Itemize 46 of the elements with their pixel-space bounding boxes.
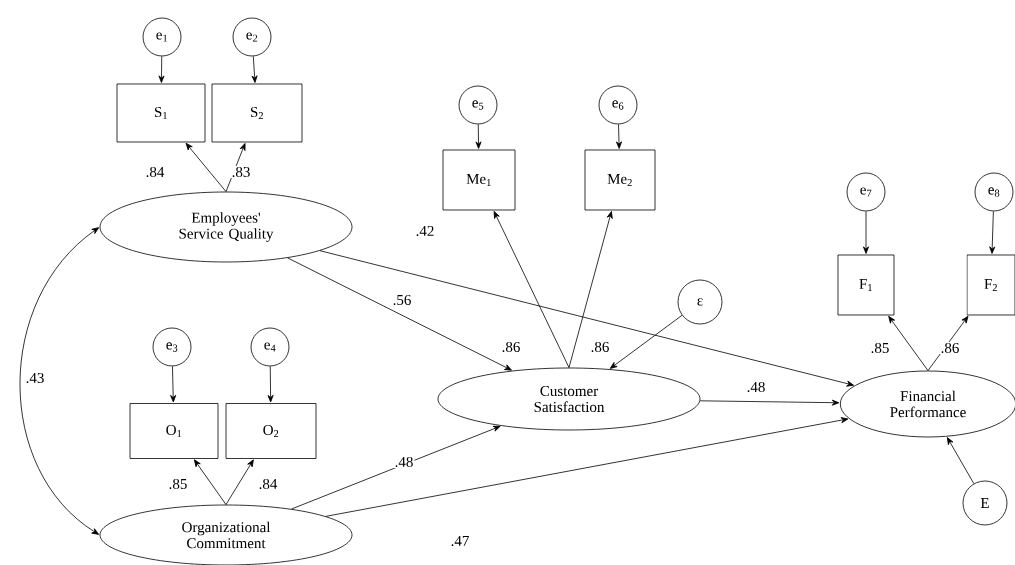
arrow — [493, 211, 570, 368]
arrow — [319, 250, 854, 387]
arrow — [609, 314, 683, 369]
edge-label: .47 — [449, 534, 471, 548]
arrow — [185, 142, 227, 192]
arrow — [863, 211, 869, 254]
edge-label: .43 — [24, 371, 46, 385]
arrow — [158, 56, 165, 83]
arrow — [699, 399, 840, 406]
arrow — [267, 366, 274, 403]
edge-label: .86 — [589, 340, 611, 354]
indicator-box: Me$_{2}$ — [584, 149, 656, 211]
edge-label: .83 — [230, 165, 252, 179]
arrow — [616, 124, 622, 149]
edge-label: .86 — [500, 340, 522, 354]
arrow — [287, 257, 512, 371]
indicator-box: O$_{1}$ — [129, 403, 219, 459]
indicator-box: F$_{2}$ — [966, 254, 1015, 316]
edge-label: .42 — [414, 224, 436, 238]
arrow — [193, 459, 227, 505]
edge-label: .84 — [144, 165, 166, 179]
arrow — [888, 315, 929, 371]
edge-label: .56 — [391, 293, 413, 307]
arrow — [568, 211, 613, 368]
arrow — [225, 459, 254, 505]
arrow — [989, 211, 996, 254]
edge-label: .85 — [167, 477, 189, 491]
edge-label: .84 — [257, 477, 279, 491]
arrow — [225, 143, 246, 192]
arrow — [325, 417, 849, 517]
edge-label: .85 — [869, 341, 891, 355]
arrow — [475, 124, 482, 149]
indicator-box: F$_{1}$ — [837, 254, 895, 316]
arrow — [946, 437, 975, 484]
arrow — [927, 315, 969, 371]
indicator-box: S$_{2}$ — [211, 83, 303, 143]
arrow — [251, 55, 258, 83]
indicator-box: S$_{1}$ — [116, 83, 206, 143]
indicator-box: O$_{2}$ — [225, 403, 317, 459]
edge-label: .86 — [939, 341, 961, 355]
indicator-box: Me$_{1}$ — [442, 149, 516, 211]
arrow — [19, 227, 100, 535]
edge-label: .48 — [393, 455, 415, 469]
arrow — [170, 366, 177, 403]
edge-label: .48 — [745, 380, 767, 394]
arrow — [291, 425, 501, 510]
